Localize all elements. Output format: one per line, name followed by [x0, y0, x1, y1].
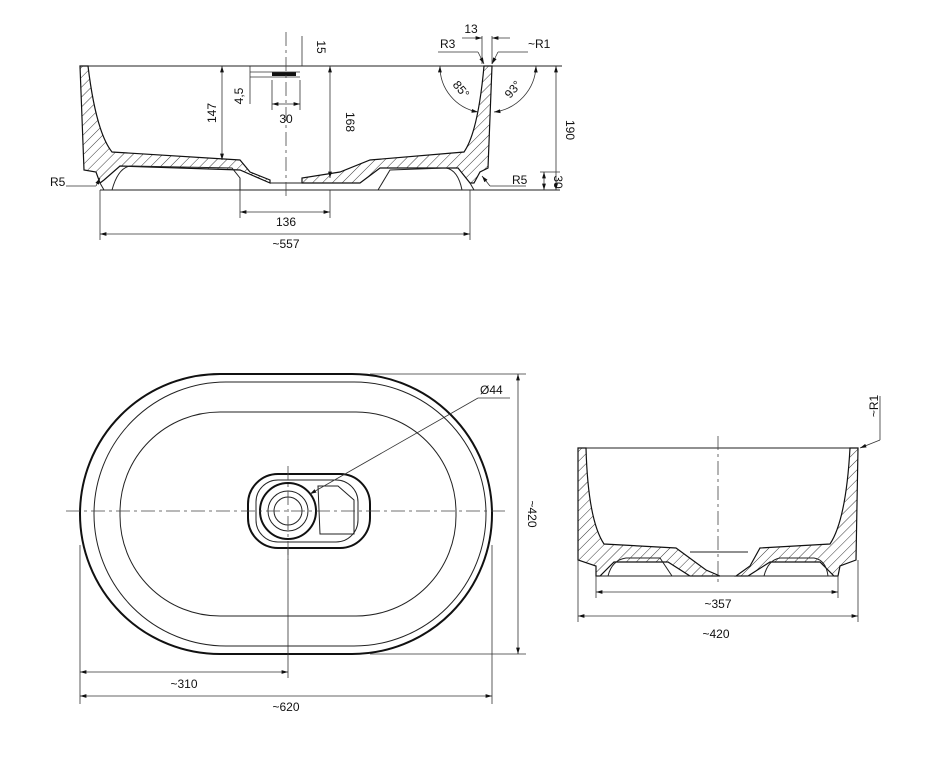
dim-190: 190 — [563, 120, 577, 140]
dim-310: ~310 — [170, 677, 197, 691]
dim-30-small: 30 — [279, 112, 293, 126]
dim-r1-side: ~R1 — [867, 395, 881, 418]
dim-r1-top: ~R1 — [528, 37, 551, 51]
right-wall-section — [301, 65, 493, 184]
dim-angle-85: 85° — [450, 78, 473, 101]
dim-15: 15 — [314, 40, 328, 54]
dim-30-right: 30 — [551, 175, 565, 189]
dim-620: ~620 — [272, 700, 299, 714]
dim-420-plan: ~420 — [525, 500, 539, 527]
dim-357: ~357 — [704, 597, 731, 611]
dim-r3: R3 — [440, 37, 456, 51]
side-section-view: ~R1 ~357 ~420 — [577, 395, 881, 641]
dim-136: 136 — [276, 215, 296, 229]
drain-ring — [272, 72, 296, 76]
dim-4-5: 4,5 — [232, 87, 246, 104]
plan-view: Ø44 ~420 ~310 ~620 — [66, 373, 539, 714]
dim-diameter-44: Ø44 — [480, 383, 503, 397]
dim-r5-right: R5 — [512, 173, 528, 187]
side-right-wall — [734, 447, 859, 577]
dim-557: ~557 — [272, 237, 299, 251]
left-wall-section — [79, 65, 271, 184]
section-view: 15 4,5 30 147 168 13 R3 ~R1 85° 93° — [50, 22, 577, 251]
side-left-wall — [577, 447, 721, 577]
dim-147: 147 — [205, 103, 219, 123]
dim-168: 168 — [343, 112, 357, 132]
dim-angle-93: 93° — [502, 78, 525, 101]
dim-r5-left: R5 — [50, 175, 66, 189]
dim-13: 13 — [464, 22, 478, 36]
dim-420-side: ~420 — [702, 627, 729, 641]
